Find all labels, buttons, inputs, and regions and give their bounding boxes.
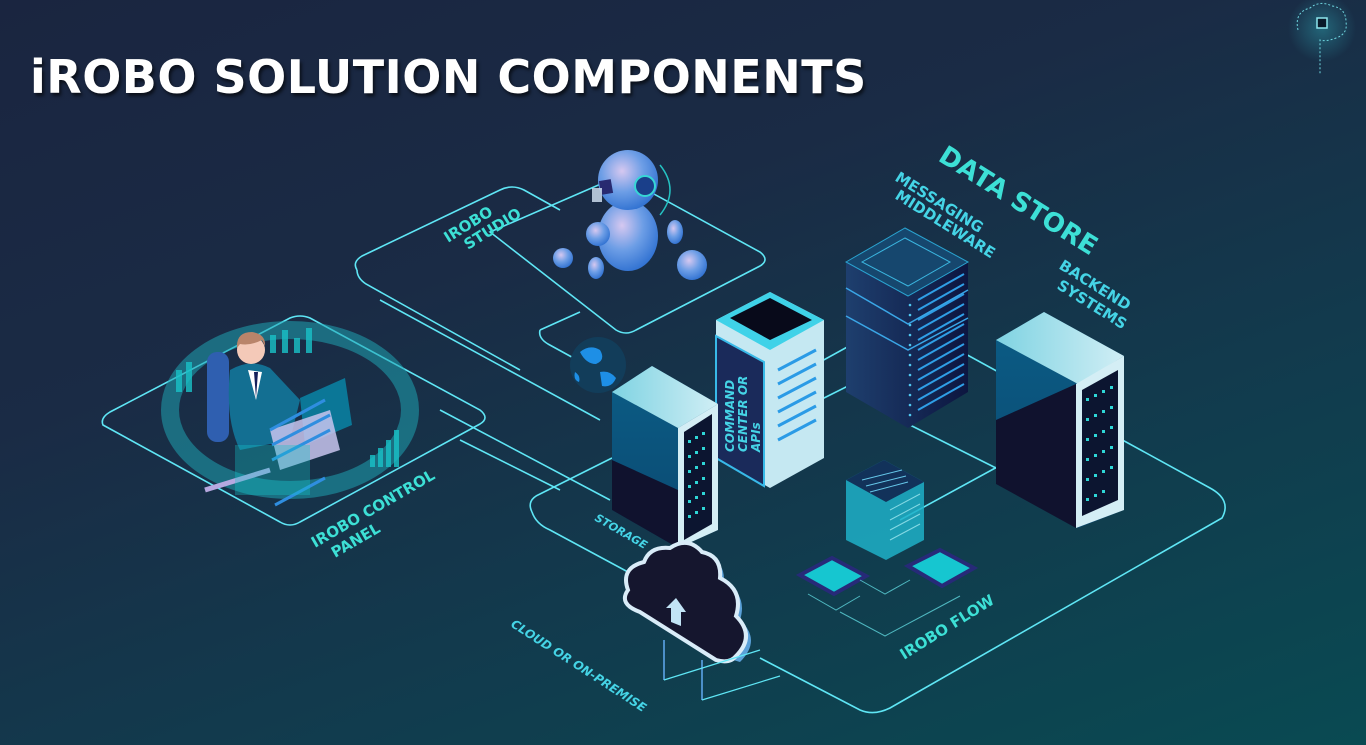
- brain-circuit-icon: [1288, 0, 1356, 74]
- label-studio: IROBO STUDIO: [441, 202, 525, 253]
- operator-desk-icon: [161, 321, 419, 507]
- server-icon: [715, 292, 824, 488]
- flow-cube-icon: [795, 460, 979, 637]
- server-rack-icon: [996, 312, 1124, 528]
- svg-text:APIs: APIs: [749, 422, 763, 453]
- svg-text:CLOUD OR ON-PREMISE: CLOUD OR ON-PREMISE: [508, 617, 649, 715]
- label-data-store: DATA STORE: [933, 140, 1102, 261]
- label-command-center: COMMAND CENTER OR APIs: [723, 376, 763, 453]
- label-flow: IROBO FLOW: [897, 591, 998, 664]
- svg-text:IROBO FLOW: IROBO FLOW: [897, 591, 998, 664]
- svg-text:CENTER OR: CENTER OR: [736, 376, 750, 452]
- connection-outlines: [101, 177, 1226, 714]
- storage-server-icon: [612, 366, 718, 548]
- label-cloud: CLOUD OR ON-PREMISE: [508, 617, 649, 715]
- cloud-upload-icon: [623, 540, 781, 701]
- server-tower-icon: [844, 227, 970, 428]
- svg-text:DATA STORE: DATA STORE: [933, 140, 1102, 261]
- label-backend: BACKEND SYSTEMS: [1054, 256, 1134, 333]
- robot-icon: [553, 150, 707, 280]
- page-title: iROBO SOLUTION COMPONENTS: [30, 50, 867, 104]
- svg-text:COMMAND: COMMAND: [723, 380, 737, 452]
- globe-icon: [570, 337, 626, 393]
